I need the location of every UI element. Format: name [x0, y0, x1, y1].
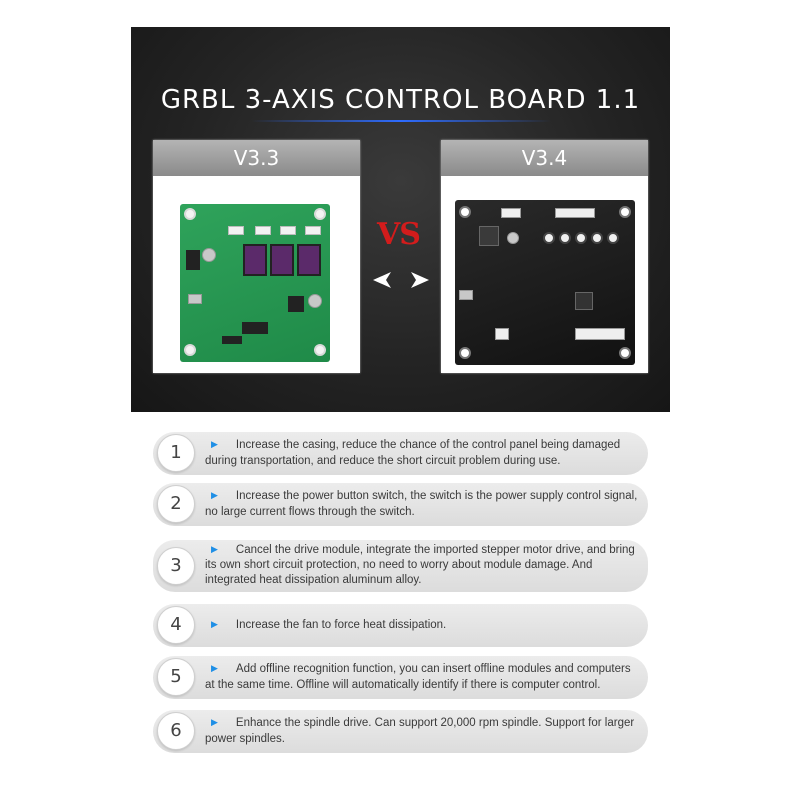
connector [228, 226, 244, 235]
triangle-right-icon: ▶ [211, 439, 218, 449]
mount-hole [459, 347, 471, 359]
stepper-driver [297, 244, 321, 276]
potentiometer [607, 232, 619, 244]
connector [280, 226, 296, 235]
stepper-driver [270, 244, 294, 276]
mount-hole [619, 206, 631, 218]
triangle-right-icon: ▶ [211, 490, 218, 500]
feature-number: 1 [157, 434, 195, 472]
connector [255, 226, 271, 235]
feature-number: 2 [157, 485, 195, 523]
mount-hole [314, 208, 326, 220]
feature-number: 5 [157, 658, 195, 696]
mount-hole [184, 344, 196, 356]
feature-row-6: 6 ▶Enhance the spindle drive. Can suppor… [153, 710, 648, 753]
capacitor [308, 294, 322, 308]
usb-port [459, 290, 473, 300]
potentiometer [591, 232, 603, 244]
mount-hole [619, 347, 631, 359]
connector [575, 328, 625, 340]
mount-hole [314, 344, 326, 356]
feature-number: 6 [157, 712, 195, 750]
inductor [479, 226, 499, 246]
triangle-right-icon: ▶ [211, 544, 218, 554]
usb-port [188, 294, 202, 304]
version-label-v33: V3.3 [153, 140, 360, 176]
pin-header [242, 322, 268, 334]
feature-text: ▶Cancel the drive module, integrate the … [205, 544, 635, 586]
board-card-v34: V3.4 [441, 140, 648, 373]
mcu-chip [575, 292, 593, 310]
connector [501, 208, 521, 218]
feature-text: ▶Increase the power button switch, the s… [205, 490, 638, 518]
left-right-arrows-icon [373, 272, 429, 288]
feature-text: ▶Add offline recognition function, you c… [205, 663, 631, 691]
connector [555, 208, 595, 218]
connector [305, 226, 321, 235]
green-board-image [180, 204, 330, 362]
capacitor [202, 248, 216, 262]
power-switch [495, 328, 509, 340]
mount-hole [459, 206, 471, 218]
inductor [288, 296, 304, 312]
hero-banner: GRBL 3-AXIS CONTROL BOARD 1.1 V3.3 VS [131, 27, 670, 412]
triangle-right-icon: ▶ [211, 663, 218, 673]
black-board-image [455, 200, 635, 365]
stepper-driver [243, 244, 267, 276]
feature-text: ▶Enhance the spindle drive. Can support … [205, 717, 635, 745]
triangle-right-icon: ▶ [211, 619, 218, 629]
pin-header [222, 336, 242, 344]
potentiometer [543, 232, 555, 244]
power-jack [186, 250, 200, 270]
feature-number: 3 [157, 547, 195, 585]
feature-row-3: 3 ▶Cancel the drive module, integrate th… [153, 540, 648, 592]
capacitor [507, 232, 519, 244]
feature-row-2: 2 ▶Increase the power button switch, the… [153, 483, 648, 526]
feature-number: 4 [157, 606, 195, 644]
potentiometer [575, 232, 587, 244]
mount-hole [184, 208, 196, 220]
triangle-right-icon: ▶ [211, 717, 218, 727]
vs-label: VS [377, 217, 421, 252]
title-underline [251, 120, 551, 122]
board-card-v33: V3.3 [153, 140, 360, 373]
feature-row-5: 5 ▶Add offline recognition function, you… [153, 656, 648, 699]
feature-text: ▶Increase the casing, reduce the chance … [205, 439, 621, 467]
feature-row-1: 1 ▶Increase the casing, reduce the chanc… [153, 432, 648, 475]
version-label-v34: V3.4 [441, 140, 648, 176]
page-title: GRBL 3-AXIS CONTROL BOARD 1.1 [160, 85, 641, 115]
feature-text: ▶Increase the fan to force heat dissipat… [211, 619, 447, 631]
feature-row-4: 4 ▶Increase the fan to force heat dissip… [153, 604, 648, 647]
potentiometer [559, 232, 571, 244]
